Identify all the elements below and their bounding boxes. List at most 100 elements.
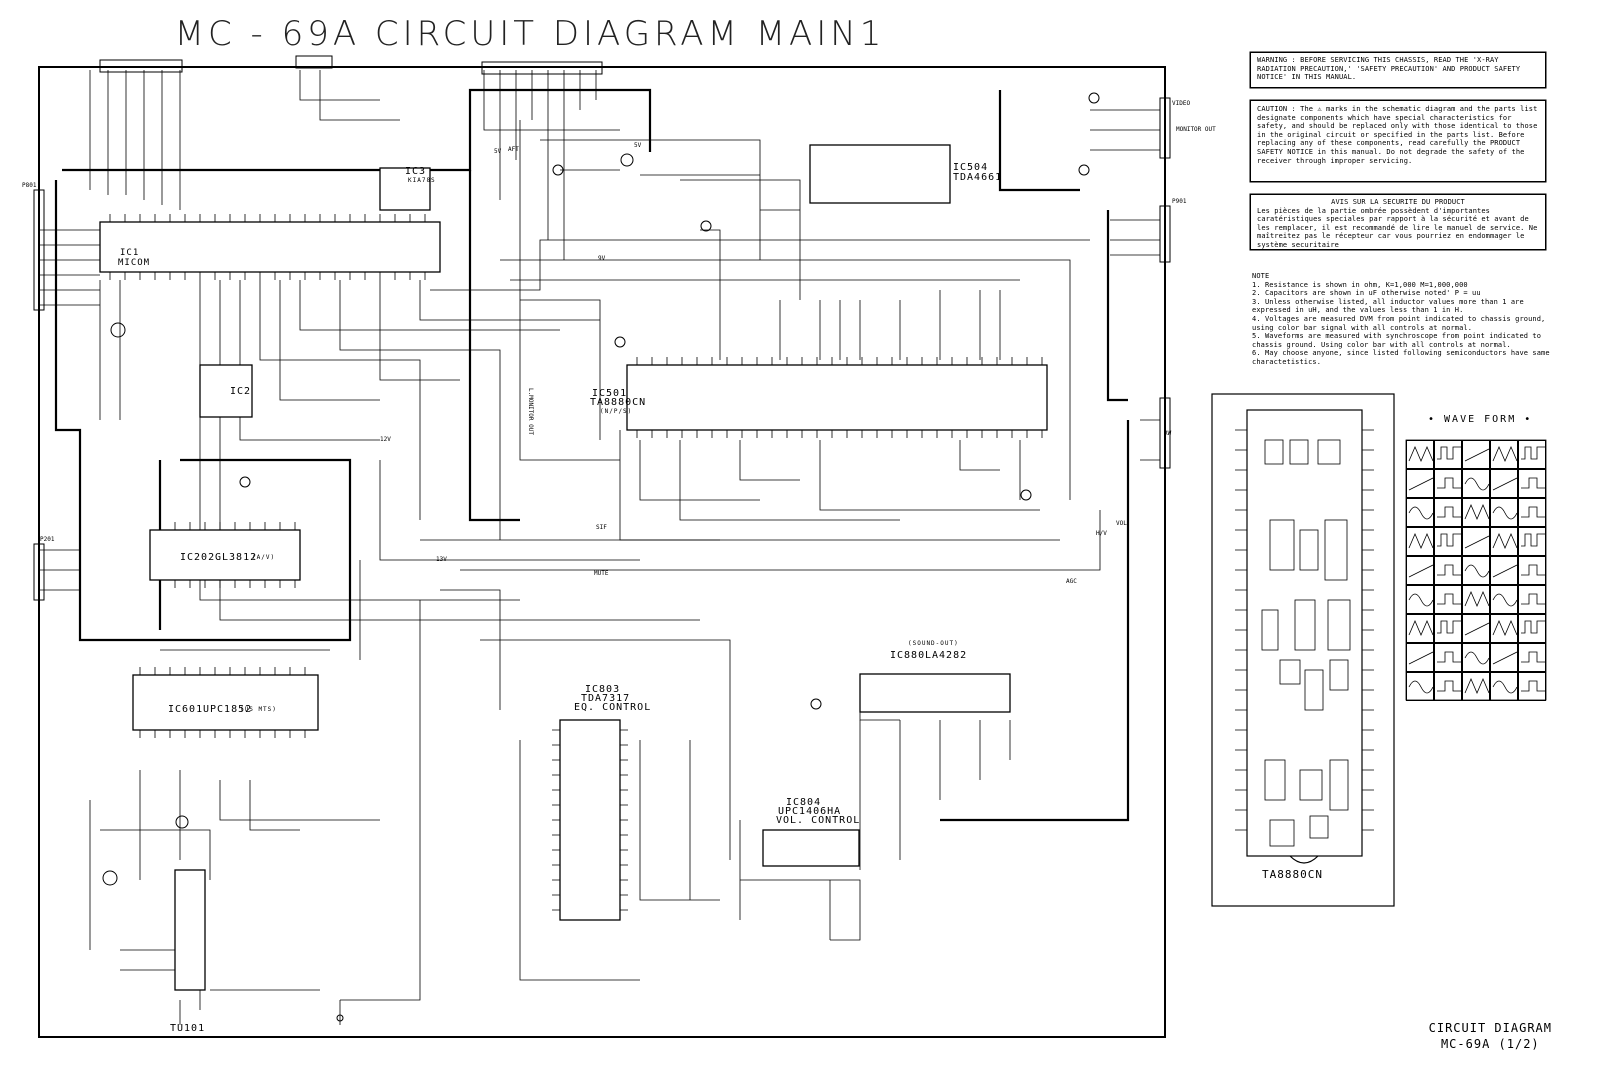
- ta8880cn-block-panel: [1211, 393, 1395, 907]
- waveform-trace: [1408, 593, 1434, 607]
- p201-label: P201: [40, 536, 55, 543]
- note-item-1: 1. Resistance is shown in ohm, K=1,000 M…: [1252, 280, 1468, 289]
- waveform-thumbnail: [1434, 469, 1462, 498]
- monitor-out-label: MONITOR OUT: [1176, 126, 1216, 133]
- footer-line-2: MC-69A (1/2): [1440, 1037, 1540, 1051]
- ic803-part-label: TDA7317: [581, 693, 631, 704]
- waveform-thumbnail: [1434, 527, 1462, 556]
- waveform-trace: [1464, 677, 1490, 695]
- ic3-part-label: KIA78S: [408, 177, 436, 184]
- waveform-trace: [1521, 620, 1545, 634]
- avis-heading: AVIS SUR LA SECURITE DU PRODUCT: [1331, 198, 1465, 206]
- connector-headers: [33, 55, 1171, 601]
- ic1-ref: IC1: [120, 248, 140, 258]
- waveform-trace: [1492, 680, 1518, 694]
- waveform-thumbnail: [1462, 585, 1490, 614]
- waveform-thumbnail: [1490, 498, 1518, 527]
- p901-label: P901: [1172, 198, 1187, 205]
- ic601-note-label: (US MTS): [240, 706, 277, 713]
- net-label-5v: 5V: [494, 148, 502, 155]
- tu101-label: TU101: [170, 1023, 206, 1034]
- caution-text: CAUTION : The ⚠ marks in the schematic d…: [1257, 105, 1538, 165]
- waveform-trace: [1464, 590, 1490, 608]
- waveform-thumbnail: [1406, 440, 1434, 469]
- waveform-thumbnail: [1434, 614, 1462, 643]
- right-panel-ic-name: TA8880CN: [1262, 868, 1323, 881]
- waveform-thumbnail: [1406, 527, 1434, 556]
- waveform-thumbnail: [1406, 643, 1434, 672]
- waveform-thumbnail: [1518, 440, 1546, 469]
- video-label: VIDEO: [1172, 100, 1191, 107]
- ic-pin-ticks: [109, 214, 1374, 911]
- waveform-trace: [1521, 680, 1545, 692]
- net-label-mute: MUTE: [594, 570, 609, 577]
- ic501-note-label: (N/P/S): [600, 408, 633, 415]
- ic501-label: IC501: [592, 388, 628, 399]
- waveform-trace: [1521, 506, 1545, 518]
- waveform-trace: [1408, 506, 1434, 520]
- notes-heading: NOTE: [1252, 272, 1270, 280]
- waveform-trace: [1464, 535, 1490, 549]
- waveform-trace: [1464, 448, 1490, 462]
- waveform-trace: [1464, 503, 1490, 521]
- waveform-thumbnail: [1434, 556, 1462, 585]
- waveform-trace: [1437, 564, 1461, 576]
- note-item-5: 5. Waveforms are measured with synchrosc…: [1252, 332, 1542, 349]
- ic601-part-label: UPC1852: [203, 704, 253, 715]
- waveform-trace: [1437, 620, 1461, 634]
- ic202-note-label: (A/V): [252, 554, 276, 561]
- notes-block: NOTE 1. Resistance is shown in ohm, K=1,…: [1252, 272, 1550, 367]
- waveform-trace: [1408, 445, 1434, 463]
- waveform-thumbnail: [1462, 498, 1490, 527]
- net-label-13v: 13V: [436, 556, 447, 563]
- net-label-hv: H/V: [1096, 530, 1107, 537]
- ic880-label: IC880: [890, 650, 926, 661]
- waveform-thumbnail: [1462, 527, 1490, 556]
- waveform-trace: [1437, 446, 1461, 460]
- waveform-trace: [1521, 564, 1545, 576]
- waveform-title: • WAVE FORM •: [1428, 414, 1533, 425]
- waveform-trace: [1437, 680, 1461, 692]
- waveform-thumbnail: [1490, 672, 1518, 701]
- ic880-part-label: LA4282: [925, 650, 968, 661]
- waveform-trace: [1492, 593, 1518, 607]
- avis-notice: AVIS SUR LA SECURITE DU PRODUCT Les pièc…: [1250, 194, 1546, 250]
- waveform-trace: [1408, 651, 1434, 665]
- footer-caption: CIRCUIT DIAGRAM MC-69A (1/2): [1429, 1020, 1552, 1052]
- waveform-thumbnail: [1406, 672, 1434, 701]
- waveform-thumbnail: [1406, 585, 1434, 614]
- waveform-trace: [1437, 593, 1461, 605]
- ic202-label: IC202: [180, 552, 216, 563]
- p801-label: P801: [22, 182, 37, 189]
- note-item-2: 2. Capacitors are shown in uF otherwise …: [1252, 289, 1481, 298]
- waveform-thumbnail: [1462, 643, 1490, 672]
- net-label-agc: AGC: [1066, 578, 1077, 585]
- waveform-trace: [1492, 477, 1518, 491]
- waveform-thumbnail: [1490, 440, 1518, 469]
- waveform-trace: [1437, 506, 1461, 518]
- waveform-grid: [1406, 440, 1546, 701]
- footer-line-1: CIRCUIT DIAGRAM: [1428, 1021, 1552, 1035]
- note-item-3: 3. Unless otherwise listed, all inductor…: [1252, 297, 1524, 315]
- net-label-9v: 9V: [598, 255, 606, 262]
- waveform-thumbnail: [1462, 469, 1490, 498]
- waveform-thumbnail: [1518, 469, 1546, 498]
- waveform-thumbnail: [1518, 585, 1546, 614]
- ic803-function-label: EQ. CONTROL: [574, 702, 652, 713]
- ic-bodies: [99, 144, 1048, 991]
- ic501-part-label: TA8880CN: [590, 397, 647, 408]
- avis-body: Les pièces de la partie ombrée possèdent…: [1257, 206, 1538, 249]
- waveform-trace: [1492, 619, 1518, 637]
- waveform-thumbnail: [1434, 672, 1462, 701]
- waveform-thumbnail: [1434, 498, 1462, 527]
- waveform-trace: [1492, 445, 1518, 463]
- warning-text: WARNING : BEFORE SERVICING THIS CHASSIS,…: [1257, 56, 1521, 82]
- waveform-trace: [1521, 477, 1545, 489]
- waveform-thumbnail: [1406, 556, 1434, 585]
- waveform-thumbnail: [1406, 469, 1434, 498]
- ic504-label: IC504: [953, 162, 989, 173]
- net-label-aft: AFT: [508, 146, 519, 153]
- signal-wires: [40, 70, 1160, 1025]
- waveform-trace: [1492, 532, 1518, 550]
- waveform-thumbnail: [1462, 614, 1490, 643]
